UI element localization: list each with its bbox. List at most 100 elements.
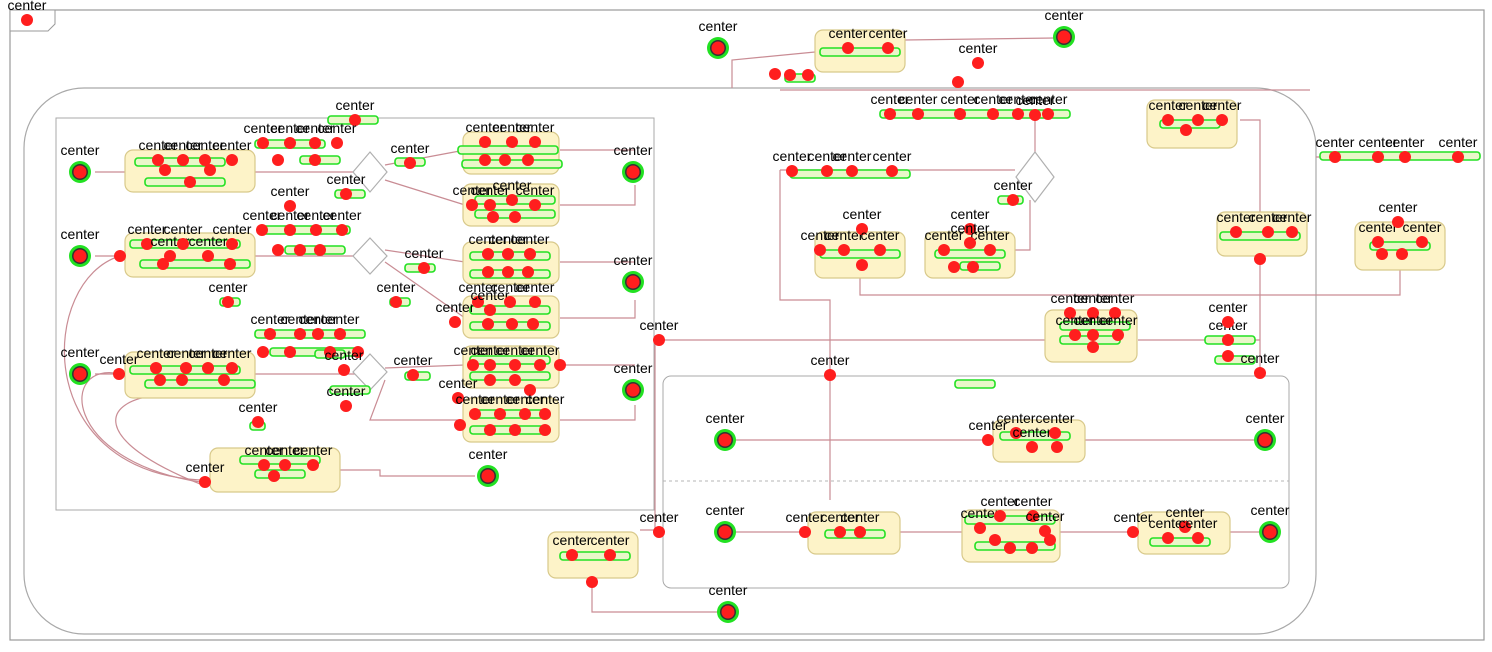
center-marker: center <box>941 91 980 120</box>
marker-dot <box>1026 542 1038 554</box>
center-marker: center <box>251 311 290 340</box>
marker-label: center <box>405 245 444 261</box>
center-marker: center <box>128 221 167 250</box>
marker-dot <box>1064 307 1076 319</box>
marker-dot <box>886 165 898 177</box>
marker-label: center <box>318 120 357 136</box>
center-marker: center <box>327 383 366 412</box>
marker-label: center <box>614 360 653 376</box>
marker-dot <box>529 199 541 211</box>
center-marker: center <box>281 311 320 340</box>
marker-dot <box>334 328 346 340</box>
transition-label-chip <box>329 385 371 395</box>
center-marker: center <box>471 287 510 316</box>
marker-dot <box>824 369 836 381</box>
marker-label: center <box>239 399 278 415</box>
marker-dot <box>842 42 854 54</box>
marker-dot <box>482 266 494 278</box>
center-marker: center <box>1273 209 1312 238</box>
marker-dot <box>502 248 514 260</box>
center-marker: center <box>1217 209 1256 238</box>
marker-dot <box>604 549 616 561</box>
marker-dot <box>1372 151 1384 163</box>
marker-dot <box>1416 236 1428 248</box>
center-marker <box>586 576 598 588</box>
marker-label: center <box>516 182 555 198</box>
marker-dot <box>309 137 321 149</box>
marker-label: center <box>469 446 508 462</box>
marker-label: center <box>1241 350 1280 366</box>
marker-dot <box>390 296 402 308</box>
center-node: center <box>709 582 748 623</box>
marker-label: center <box>100 351 139 367</box>
center-marker: center <box>516 182 555 211</box>
marker-label: center <box>186 459 225 475</box>
center-marker: center <box>336 97 375 126</box>
center-marker: center <box>821 509 860 538</box>
center-marker: center <box>471 182 510 211</box>
marker-dot <box>226 238 238 250</box>
marker-dot <box>534 359 546 371</box>
marker-label: center <box>614 252 653 268</box>
center-marker: center <box>1249 209 1288 238</box>
center-marker: center <box>1359 134 1398 163</box>
marker-label: center <box>244 120 283 136</box>
marker-dot <box>1254 367 1266 379</box>
center-node: center <box>706 502 745 543</box>
transition-label-chip <box>469 409 551 419</box>
marker-label: center <box>1316 134 1355 150</box>
center-marker: center <box>377 279 416 308</box>
marker-dot <box>484 424 496 436</box>
marker-label: center <box>471 182 510 198</box>
center-marker: center <box>296 120 335 149</box>
center-marker: center <box>841 509 880 538</box>
marker-label: center <box>453 182 492 198</box>
center-marker <box>506 318 518 330</box>
marker-label: center <box>61 344 100 360</box>
marker-label: center <box>1074 312 1113 328</box>
center-marker <box>509 424 521 436</box>
marker-dot <box>152 154 164 166</box>
marker-label: center <box>706 502 745 518</box>
marker-label: center <box>377 279 416 295</box>
marker-dot <box>226 362 238 374</box>
center-marker: center <box>299 311 338 340</box>
marker-dot <box>404 157 416 169</box>
marker-dot <box>982 434 994 446</box>
marker-dot <box>472 296 484 308</box>
marker-dot <box>467 359 479 371</box>
center-marker <box>257 346 269 358</box>
marker-dot <box>177 154 189 166</box>
center-marker: center <box>506 391 545 420</box>
center-marker: center <box>243 207 282 236</box>
center-marker: center <box>189 345 228 374</box>
center-marker: center <box>469 231 508 260</box>
marker-dot <box>964 223 976 235</box>
marker-dot <box>1372 236 1384 248</box>
marker-dot <box>164 250 176 262</box>
marker-dot <box>1127 526 1139 538</box>
marker-dot <box>834 526 846 538</box>
center-marker: center <box>213 137 252 166</box>
marker-dot <box>799 526 811 538</box>
marker-label: center <box>640 317 679 333</box>
marker-label: center <box>553 532 592 548</box>
marker-label: center <box>833 148 872 164</box>
marker-dot <box>711 41 725 55</box>
marker-dot <box>176 374 188 386</box>
center-marker: center <box>137 345 176 374</box>
center-marker: center <box>1056 312 1095 341</box>
marker-label: center <box>61 142 100 158</box>
marker-label: center <box>164 137 203 153</box>
marker-dot <box>21 14 33 26</box>
marker-dot <box>994 510 1006 522</box>
marker-dot <box>482 318 494 330</box>
center-marker: center <box>516 119 555 148</box>
center-marker <box>114 250 126 262</box>
marker-label: center <box>981 493 1020 509</box>
marker-dot <box>527 318 539 330</box>
marker-dot <box>1452 151 1464 163</box>
transition-label-chip <box>959 261 1001 271</box>
marker-label: center <box>245 442 284 458</box>
